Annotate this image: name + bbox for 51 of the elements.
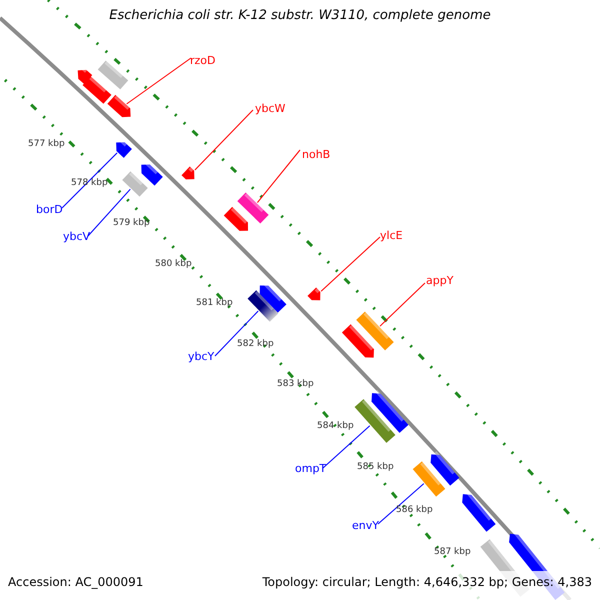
scale-label: 583 kbp xyxy=(277,379,314,389)
gene-name: ybcV xyxy=(63,230,90,243)
scale-label: 587 kbp xyxy=(434,547,471,557)
gene-feature xyxy=(82,76,112,104)
gene-feature xyxy=(98,60,128,90)
gene-feature xyxy=(107,94,131,118)
gene-feature xyxy=(430,451,460,486)
gene-name: envY xyxy=(352,519,379,532)
scale-label: 582 kbp xyxy=(237,339,274,349)
gene-name: appY xyxy=(426,274,454,287)
scale-label: 586 kbp xyxy=(396,505,433,515)
gene-name: ylcE xyxy=(380,229,403,242)
gene-name: nohB xyxy=(302,148,330,161)
leader-line xyxy=(62,152,118,208)
gene-feature xyxy=(182,166,194,180)
gene-name: ybcY xyxy=(188,350,214,363)
gene-feature xyxy=(122,171,148,197)
leader-line xyxy=(88,188,131,236)
leader-line xyxy=(378,483,424,524)
gene-feature xyxy=(224,206,248,231)
gene-feature xyxy=(248,290,278,322)
leader-line xyxy=(256,150,300,204)
gene-feature xyxy=(78,66,92,84)
leader-line xyxy=(320,236,380,292)
leader-line xyxy=(126,58,192,104)
gene-feature xyxy=(308,288,320,300)
gene-feature xyxy=(372,390,408,433)
gene-feature xyxy=(237,192,269,224)
scale-label: 578 kbp xyxy=(71,178,108,188)
gene-feature xyxy=(354,399,396,443)
scale-label: 584 kbp xyxy=(317,421,354,431)
scale-label: 585 kbp xyxy=(357,462,394,472)
gene-name: rzoD xyxy=(190,54,216,67)
gene-feature xyxy=(462,491,496,532)
genome-info-text: Topology: circular; Length: 4,646,332 bp; Genes: 4,383 xyxy=(262,575,592,589)
scale-label: 579 kbp xyxy=(113,218,150,228)
scale-label: 581 kbp xyxy=(196,298,233,308)
accession-text: Accession: AC_000091 xyxy=(8,575,144,589)
scale-label: 577 kbp xyxy=(28,139,65,149)
gene-feature xyxy=(356,312,394,350)
gene-name: ybcW xyxy=(255,102,286,115)
scale-label: 580 kbp xyxy=(155,259,192,269)
leader-line xyxy=(214,310,259,356)
leader-line xyxy=(380,282,426,327)
leader-line xyxy=(194,110,254,170)
gene-feature xyxy=(412,461,446,497)
gene-name: ompT xyxy=(295,462,326,475)
gene-name: borD xyxy=(36,203,63,216)
gene-feature xyxy=(342,324,374,358)
leader-line xyxy=(322,425,370,468)
chart-title: Escherichia coli str. K-12 substr. W3110, complete genome xyxy=(108,8,492,23)
